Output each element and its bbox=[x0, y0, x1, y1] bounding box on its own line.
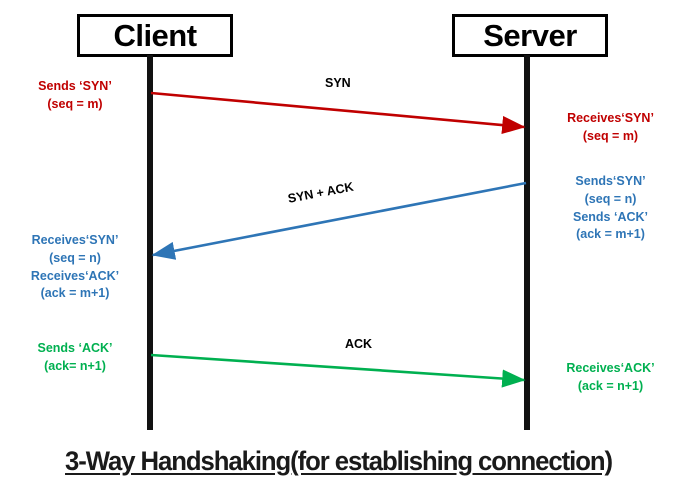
syn-arrow bbox=[150, 91, 526, 135]
server-node-label: Server bbox=[483, 18, 577, 53]
client-node-label: Client bbox=[113, 18, 197, 53]
client-receives-syn-line2: (seq = n) bbox=[49, 250, 101, 265]
syn-ack-arrow bbox=[151, 181, 527, 260]
syn-message-label: SYN bbox=[325, 76, 351, 90]
client-lifeline bbox=[147, 55, 153, 430]
client-receives-syn-line1: Receives‘SYN’ bbox=[31, 233, 119, 247]
client-sends-ack-annotation: Sends ‘ACK’ (ack= n+1) bbox=[10, 340, 140, 376]
server-node-box: Server bbox=[452, 14, 608, 57]
client-sends-syn-line2: (seq = m) bbox=[47, 96, 103, 111]
server-sends-synack-annotation: Sends‘SYN’ (seq = n) Sends ‘ACK’ (ack = … bbox=[548, 173, 673, 244]
server-sends-ack-line4: (ack = m+1) bbox=[576, 227, 645, 242]
client-receives-synack-annotation: Receives‘SYN’ (seq = n) Receives‘ACK’ (a… bbox=[10, 232, 140, 303]
server-receives-syn-line1: Receives‘SYN’ bbox=[567, 111, 654, 125]
server-receives-ack-line1: Receives‘ACK’ bbox=[566, 361, 655, 375]
server-sends-ack-line3: Sends ‘ACK’ bbox=[572, 209, 648, 224]
client-receives-ack-line3: Receives‘ACK’ bbox=[30, 268, 120, 283]
client-sends-syn-annotation: Sends ‘SYN’ (seq = m) bbox=[10, 78, 140, 114]
server-sends-syn-line2: (seq = n) bbox=[584, 191, 637, 206]
client-receives-ack-line4: (ack = m+1) bbox=[40, 286, 110, 301]
client-sends-ack-line1: Sends ‘ACK’ bbox=[37, 341, 113, 355]
server-receives-syn-annotation: Receives‘SYN’ (seq = m) bbox=[548, 110, 673, 146]
diagram-caption: 3-Way Handshaking(for establishing conne… bbox=[65, 446, 613, 476]
server-sends-syn-line1: Sends‘SYN’ bbox=[575, 174, 646, 188]
server-receives-ack-annotation: Receives‘ACK’ (ack = n+1) bbox=[548, 360, 673, 396]
server-receives-syn-line2: (seq = m) bbox=[582, 128, 639, 143]
client-sends-syn-line1: Sends ‘SYN’ bbox=[38, 79, 112, 93]
ack-message-label: ACK bbox=[345, 337, 373, 351]
server-lifeline bbox=[524, 55, 530, 430]
ack-arrow bbox=[150, 353, 526, 388]
client-node-box: Client bbox=[77, 14, 233, 57]
client-sends-ack-line2: (ack= n+1) bbox=[44, 358, 106, 373]
server-receives-ack-line2: (ack = n+1) bbox=[577, 378, 644, 393]
